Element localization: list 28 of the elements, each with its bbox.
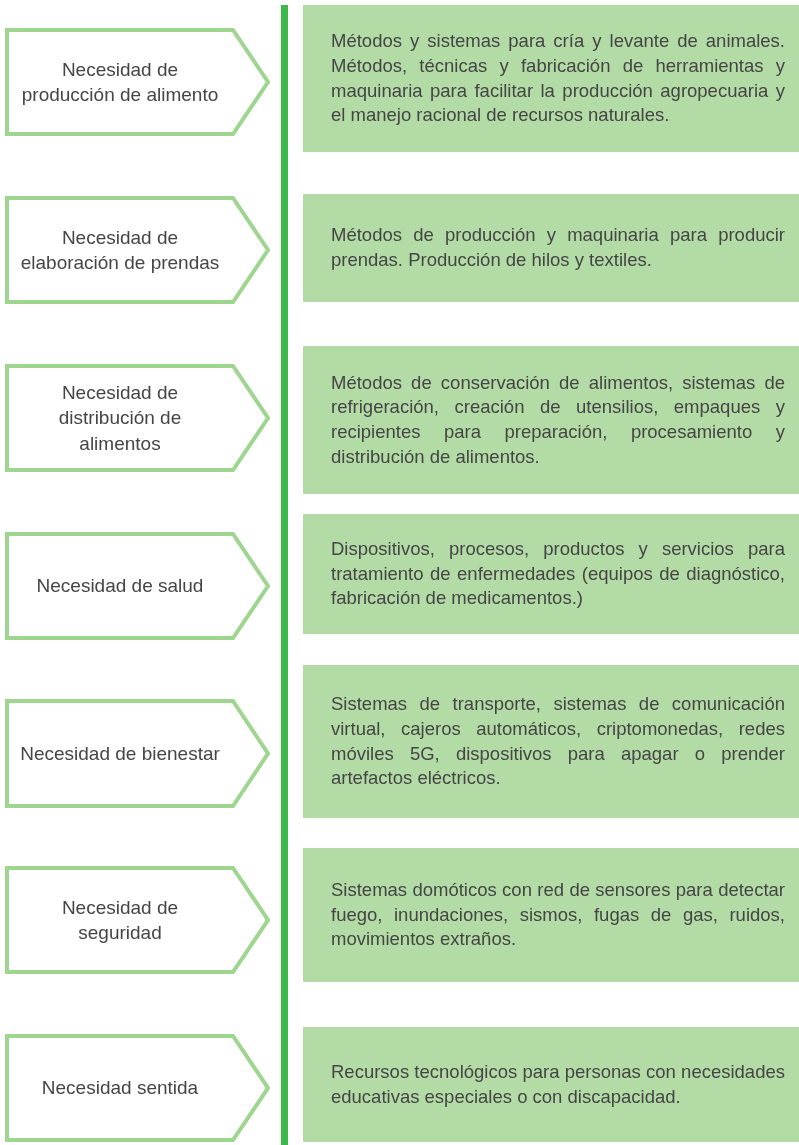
description-text: Dispositivos, procesos, productos y servicios para tratamiento de enfermedades (equipos de diagnóstico, fabricación de medicamentos.) (331, 537, 785, 611)
description-text: Sistemas domóticos con red de sensores para detectar fuego, inundaciones, sismos, fugas de gas, ruidos, movimientos extraños. (331, 878, 785, 952)
chevron-box (5, 1034, 271, 1142)
chevron-box (5, 532, 271, 640)
description-text: Métodos de conservación de alimentos, sistemas de refrigeración, creación de utensilios, empaques y recipientes para preparación, procesamiento y distribución de alimentos. (331, 370, 785, 469)
description-panel (303, 5, 799, 152)
chevron-box (5, 699, 271, 808)
need-label: Necesidad de producción de alimento (20, 57, 220, 107)
description-text: Sistemas de transporte, sistemas de comunicación virtual, cajeros automáticos, criptomonedas, redes móviles 5G, dispositivos para apagar o prender artefactos eléctricos. (331, 692, 785, 791)
chevron-box (5, 28, 271, 136)
description-panel (303, 514, 799, 634)
chevron-box (5, 866, 271, 974)
description-panel (303, 848, 799, 982)
description-text: Recursos tecnológicos para personas con necesidades educativas especiales o con discapacidad. (331, 1059, 785, 1109)
chevron-box (5, 364, 271, 472)
need-label: Necesidad de seguridad (60, 895, 180, 945)
need-label: Necesidad de elaboración de prendas (20, 225, 220, 275)
description-panel (303, 346, 799, 494)
chevron-box (5, 196, 271, 304)
description-panel (303, 194, 799, 302)
description-panel (303, 1027, 799, 1142)
need-label: Necesidad de salud (35, 574, 205, 599)
description-text: Métodos de producción y maquinaria para producir prendas. Producción de hilos y textiles. (331, 223, 785, 272)
description-panel (303, 665, 799, 818)
description-text: Métodos y sistemas para cría y levante de animales. Métodos, técnicas y fabricación de herramientas y maquinaria para facilitar la producción agropecuaria y el manejo racional de recursos naturales. (331, 29, 785, 128)
need-label: Necesidad de distribución de alimentos (57, 381, 183, 456)
need-label: Necesidad de bienestar (20, 741, 220, 766)
need-label: Necesidad sentida (40, 1076, 200, 1101)
